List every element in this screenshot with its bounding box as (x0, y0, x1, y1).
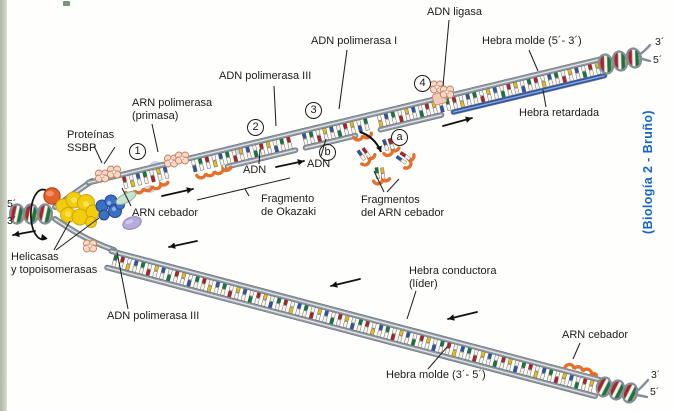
step-marker-3: 3 (305, 102, 322, 119)
step-marker-4: 4 (414, 75, 431, 92)
label-hebra-molde-top: Hebra molde (5´- 3´) (482, 35, 582, 47)
label-5prime-top-right: 5´ (653, 54, 663, 66)
label-5prime-bottom-right: 5´ (650, 386, 660, 398)
scan-edge-strip (0, 0, 7, 411)
label-adn-2: ADN (307, 158, 331, 170)
label-adn-polimerasa-i: ADN polimerasa I (311, 35, 398, 47)
label-3prime-top-right: 3´ (655, 36, 665, 48)
label-arn-cebador-bottom: ARN cebador (562, 329, 629, 341)
label-3prime-bottom-right: 3´ (651, 369, 661, 381)
label-helicasas: Helicasas y topoisomerasas (11, 251, 98, 276)
label-hebra-molde-bottom: Hebra molde (3´- 5´) (386, 369, 486, 381)
label-proteinas-ssbp: Proteínas SSBP (67, 129, 115, 154)
step-marker-b: b (319, 144, 336, 161)
label-adn-polimerasa-iii-top: ADN polimerasa III (219, 70, 312, 82)
step-marker-a: a (391, 129, 408, 146)
label-hebra-conductora: Hebra conductora (líder) (409, 265, 497, 290)
label-hebra-retardada: Hebra retardada (519, 107, 600, 119)
label-5prime-left: 5´ (7, 198, 17, 210)
label-fragmento-okazaki: Fragmento de Okazaki (261, 193, 317, 218)
scan-speck (63, 1, 70, 6)
label-adn-1: ADN (243, 164, 267, 176)
label-adn-ligasa: ADN ligasa (427, 6, 483, 18)
step-marker-2: 2 (247, 119, 264, 136)
label-fragmentos-arn-cebador: Fragmentos del ARN cebador (361, 194, 445, 219)
step-marker-1: 1 (129, 143, 146, 160)
label-adn-polimerasa-iii-bottom: ADN polimerasa III (107, 310, 200, 322)
label-arn-cebador-top: ARN cebador (132, 207, 199, 219)
credit-vertical: (Biología 2 - Bruño) (641, 110, 655, 234)
label-arn-polimerasa-primasa: ARN polimerasa (primasa) (132, 97, 213, 122)
label-3prime-left: 3´ (7, 215, 17, 227)
